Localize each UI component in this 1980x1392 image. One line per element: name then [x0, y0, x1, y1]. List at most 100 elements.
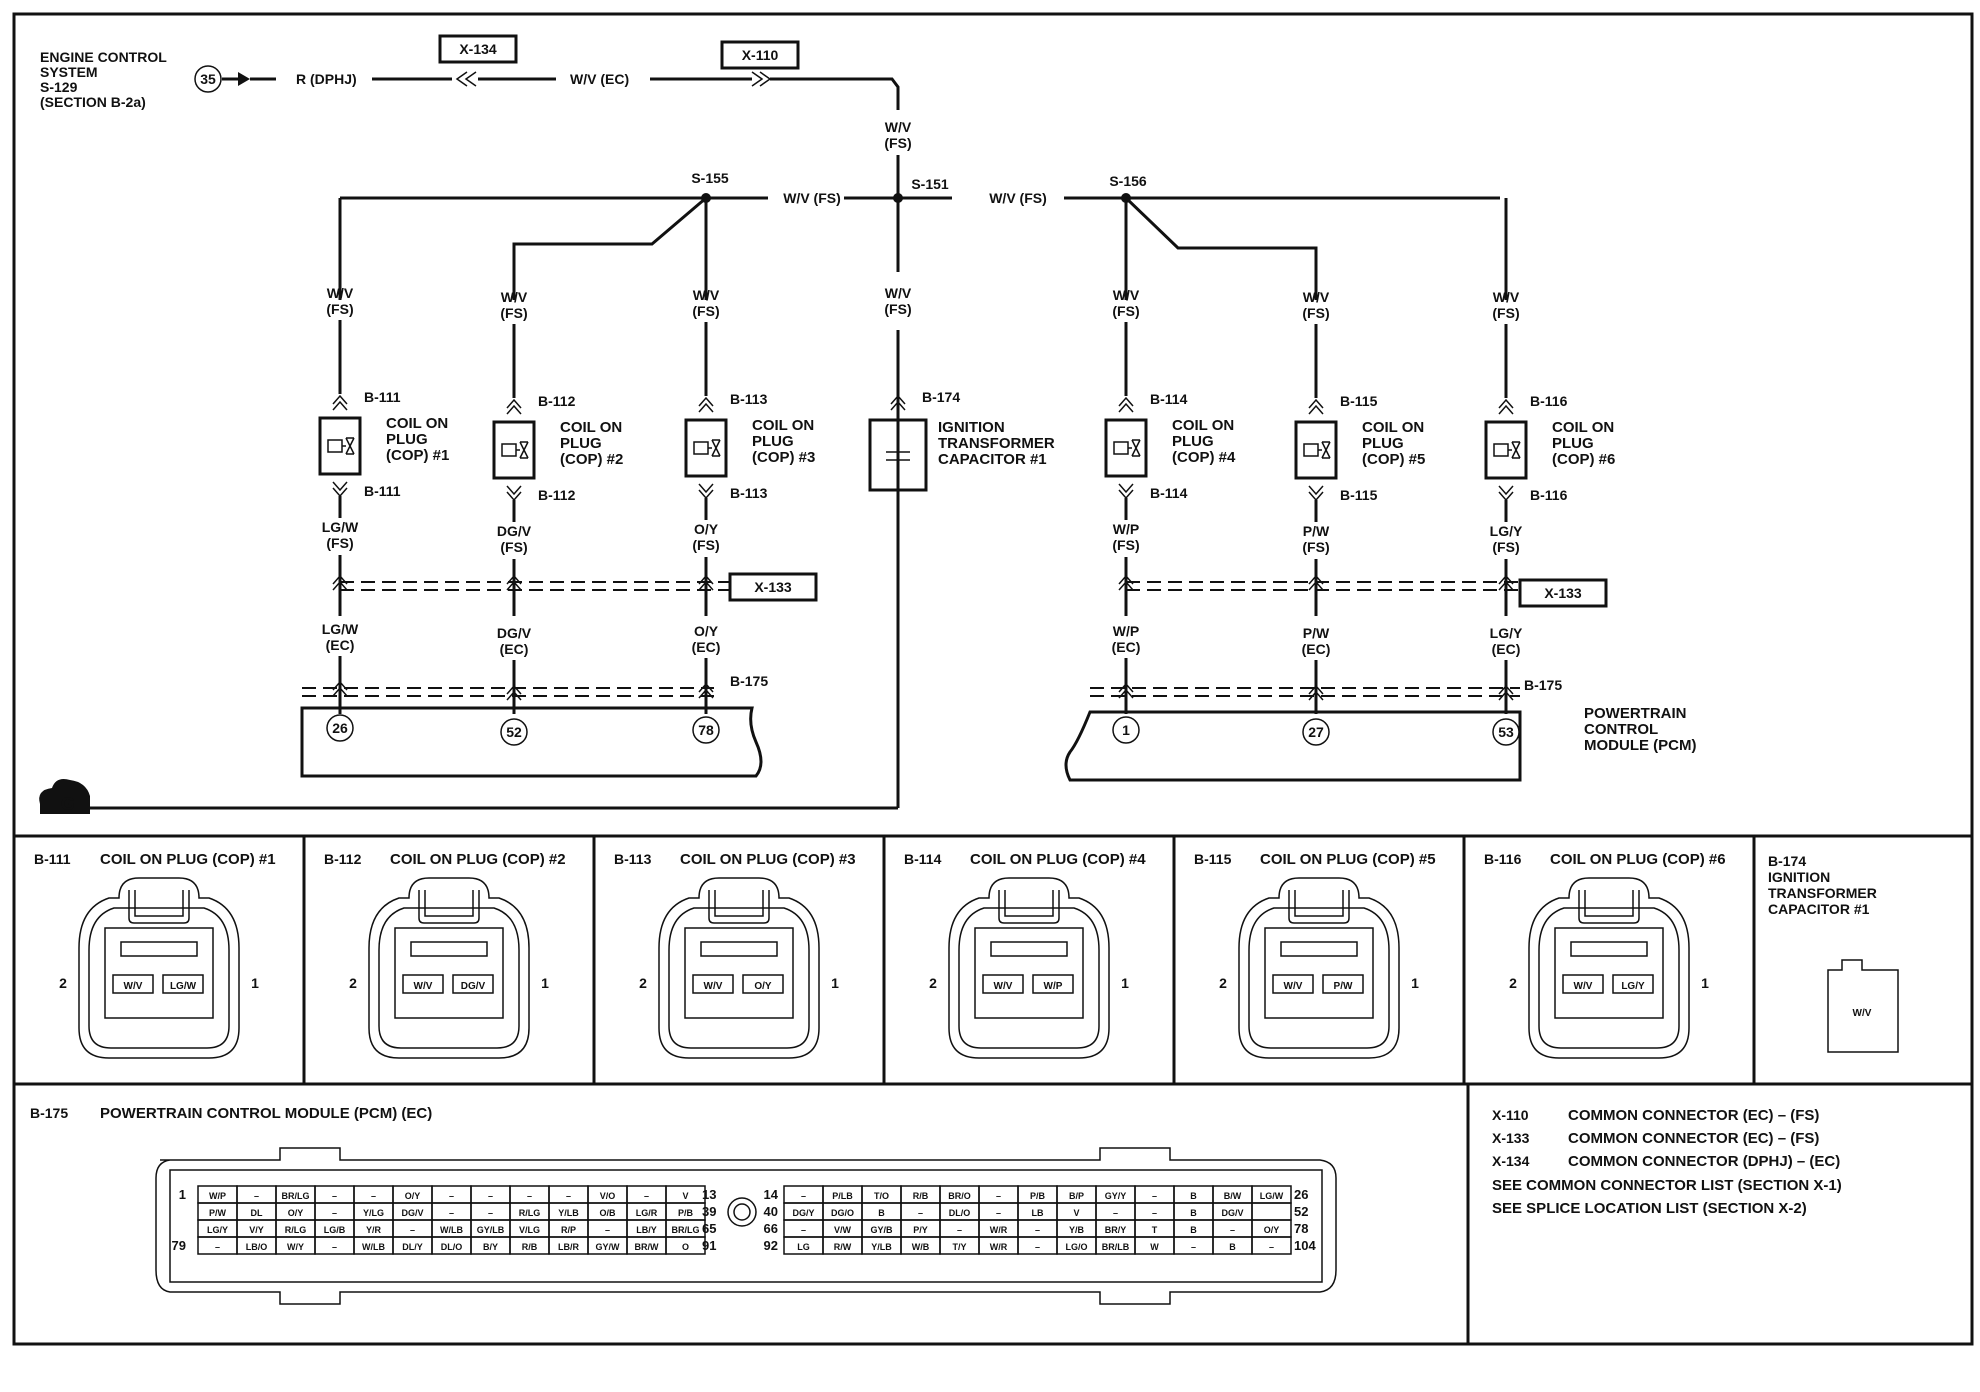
- pcm-right-pin-cell: [1251, 1202, 1292, 1221]
- pcm-right-pin-label: B: [1190, 1208, 1197, 1218]
- pcm-left-pin-label: –: [371, 1191, 376, 1201]
- branch-5-connector-bottom-icon: [1308, 485, 1324, 501]
- pcm-right-pin-label: T/Y: [952, 1242, 966, 1252]
- connector-view-4-pin1-color: W/P: [1044, 981, 1063, 992]
- branch-3-connector-bottom-icon: [698, 483, 714, 499]
- connector-view-5-pin1-box: [1322, 974, 1364, 994]
- branch-6-pcm-pin: 53: [1498, 724, 1514, 740]
- pcm-right-pin-label: B: [1190, 1191, 1197, 1201]
- pcm-view-center-hole: [727, 1197, 757, 1227]
- capacitor-view-title: B-174: [1768, 853, 1806, 869]
- branch-6-coil-icon: [1484, 420, 1528, 480]
- branch-4-title: PLUG: [1172, 433, 1214, 450]
- pcm-right-pin-label: BR/LB: [1102, 1242, 1130, 1252]
- branch-3-wire-top-color: W/V: [693, 287, 720, 303]
- pcm-right-pin-label: –: [1113, 1208, 1118, 1218]
- branch-2-wire: [512, 196, 707, 300]
- pcm-left-pin-label: V/Y: [249, 1225, 264, 1235]
- branch-2-connector-top-label: B-112: [538, 393, 576, 409]
- branch-6-connector-top-icon: [1498, 399, 1514, 415]
- s155-label: S-155: [691, 170, 729, 186]
- source-pin-circle: [194, 65, 222, 93]
- pcm-right-start-number: 66: [764, 1221, 778, 1236]
- capacitor-title: TRANSFORMER: [938, 435, 1055, 452]
- pcm-right-pin-label: P/B: [1030, 1191, 1046, 1201]
- pcm-left-pin-label: BR/LG: [282, 1191, 310, 1201]
- branch-4-connector-bottom-icon: [1118, 483, 1134, 499]
- connector-view-6-pin2-color: W/V: [1574, 981, 1593, 992]
- source-system-label: SYSTEM: [40, 64, 98, 80]
- pcm-right-pin-label: –: [996, 1191, 1001, 1201]
- connector-view-2-pin1-color: DG/V: [461, 981, 486, 992]
- pcm-right-pin-label: T/O: [874, 1191, 889, 1201]
- branch-2-wire-low-color: DG/V: [497, 625, 532, 641]
- pcm-left-pin-label: –: [527, 1191, 532, 1201]
- pcm-connector-label-right: B-175: [1524, 677, 1562, 693]
- connector-view-4-pin2-color: W/V: [994, 981, 1013, 992]
- branch-5-connector-top-icon: [1308, 399, 1324, 415]
- x133-label-right-box: [1518, 578, 1608, 608]
- pcm-right-pin-label: DG/V: [1221, 1208, 1243, 1218]
- pcm-left-pin-label: –: [332, 1191, 337, 1201]
- capacitor-wire-line: (FS): [884, 301, 911, 317]
- pcm-right-pin-label: W: [1150, 1242, 1159, 1252]
- pcm-right-pin-label: –: [957, 1225, 962, 1235]
- branch-1-wire-mid-color: LG/W: [322, 519, 359, 535]
- branch-1-pcm-pin-circle: [326, 714, 354, 742]
- ground-label: G: [61, 794, 75, 814]
- branch-4-wire-top-color: W/V: [1113, 287, 1140, 303]
- branch-2-coil-icon: [492, 420, 536, 480]
- pcm-left-pin-label: DG/V: [401, 1208, 423, 1218]
- outer-frame: [12, 12, 1974, 1346]
- connector-view-4-code: B-114: [904, 851, 942, 867]
- pcm-right-pin-label: Y/B: [1069, 1225, 1085, 1235]
- pcm-right-pin-label: GY/B: [870, 1225, 893, 1235]
- pcm-right-pin-label: LG/W: [1260, 1191, 1284, 1201]
- branch-1-connector-bottom-icon: [332, 481, 348, 497]
- branch-4-wire-top-line: (FS): [1112, 303, 1139, 319]
- connector-view-1-housing-icon: [78, 877, 240, 1059]
- pcm-right-pin-label: –: [1152, 1191, 1157, 1201]
- pcm-right-end-number: 104: [1294, 1238, 1316, 1253]
- pcm-right-pin-label: P/Y: [913, 1225, 928, 1235]
- branch-1-connector-bottom-label: B-111: [364, 483, 401, 499]
- source-pin: 35: [200, 71, 216, 87]
- source-system-label: (SECTION B-2a): [40, 94, 146, 110]
- pcm-left-pin-label: DL: [251, 1208, 263, 1218]
- connector-view-2-code: B-112: [324, 851, 362, 867]
- pcm-right-pin-label: –: [1269, 1242, 1274, 1252]
- x110-label: X-110: [742, 47, 779, 63]
- branch-3-connector-bottom-label: B-113: [730, 485, 768, 501]
- pcm-left-start-number: 79: [172, 1238, 186, 1253]
- pcm-left-pin-label: BR/LG: [672, 1225, 700, 1235]
- pcm-left-pin-label: –: [566, 1191, 571, 1201]
- branch-1-connector-top-icon: [332, 395, 348, 411]
- pcm-left-pin-label: –: [215, 1242, 220, 1252]
- branch-3-wire-mid-color: O/Y: [694, 521, 719, 537]
- connector-view-4-pin1-number: 1: [1121, 975, 1129, 991]
- branch-3-pcm-pin-circle: [692, 716, 720, 744]
- branch-4-title: COIL ON: [1172, 417, 1234, 434]
- pcm-left-pin-label: –: [644, 1191, 649, 1201]
- pcm-right-pin-label: GY/Y: [1105, 1191, 1127, 1201]
- capacitor-view-housing: [1827, 959, 1899, 1053]
- capacitor-symbol: [868, 418, 928, 492]
- branch-2-wire-mid-color: DG/V: [497, 523, 532, 539]
- pcm-right-pin-label: R/B: [913, 1191, 929, 1201]
- branch-6-title: COIL ON: [1552, 419, 1614, 436]
- source-wire-label: R (DPHJ): [296, 71, 357, 87]
- connector-view-3-pin2-box: [692, 974, 734, 994]
- branch-6-connector-bottom-label: B-116: [1530, 487, 1568, 503]
- pcm-left-pin-label: GY/W: [596, 1242, 621, 1252]
- branch-1-title: (COP) #1: [386, 447, 449, 464]
- pcm-left-end-number: 13: [702, 1187, 716, 1202]
- top-wire-label: W/V (EC): [570, 71, 629, 87]
- pcm-right-pin-cell: [1251, 1236, 1292, 1255]
- connector-view-1-pin1-number: 1: [251, 975, 259, 991]
- branch-5-wire-mid-line: (FS): [1302, 539, 1329, 555]
- pcm-right-pin-label: DG/Y: [792, 1208, 814, 1218]
- pcm-right-pin-label: DG/O: [831, 1208, 854, 1218]
- pcm-right-pin-label: –: [918, 1208, 923, 1218]
- connector-view-4-pin1-box: [1032, 974, 1074, 994]
